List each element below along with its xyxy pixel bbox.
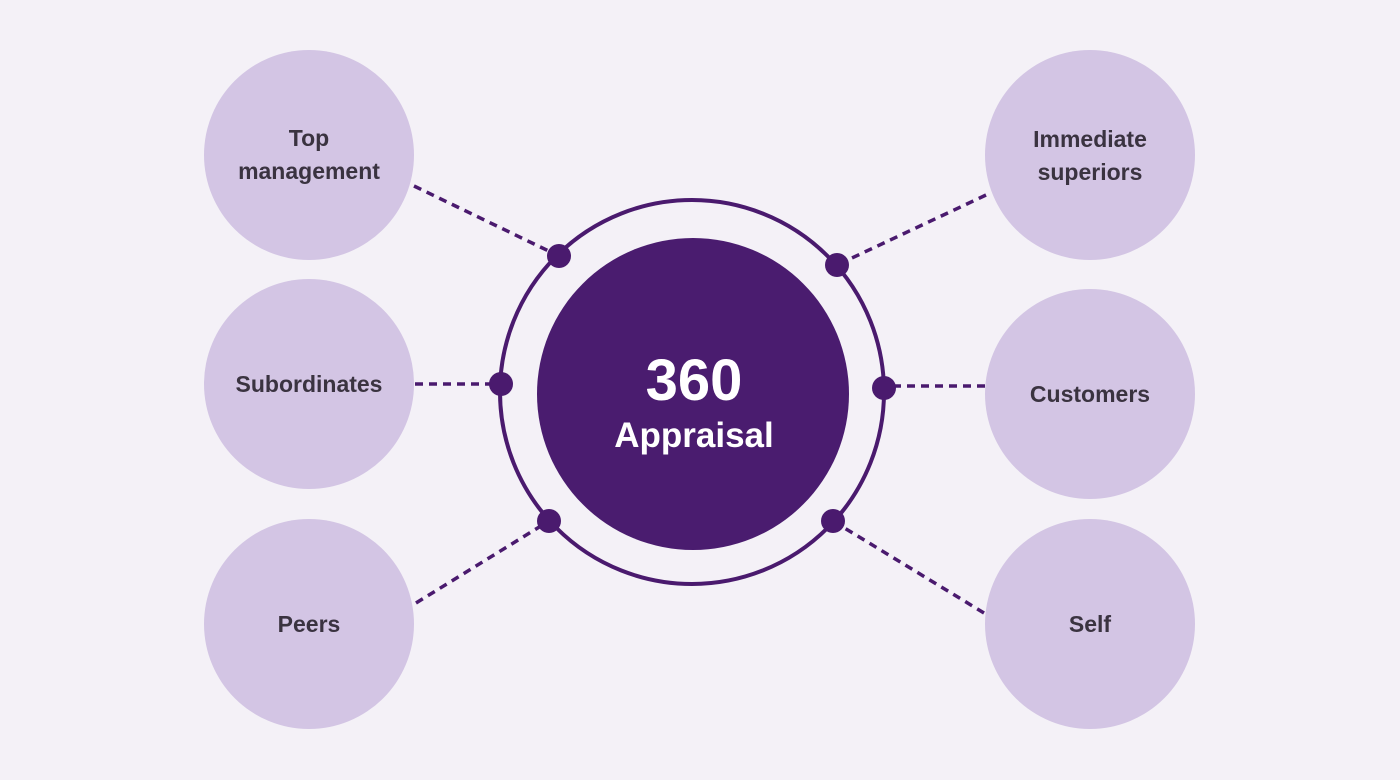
connector-self: [832, 519, 985, 615]
center-label: Appraisal: [614, 416, 774, 455]
node-immediate-superiors: Immediate superiors: [985, 50, 1195, 260]
connector-peers: [415, 519, 550, 605]
node-label: Subordinates: [236, 371, 383, 397]
node-label-line-2: management: [238, 158, 380, 184]
node-label: Self: [1069, 611, 1112, 637]
node-label-line-1: Immediate: [1033, 126, 1147, 152]
anchor-dot-subordinates: [489, 372, 513, 396]
node-circle: [985, 50, 1195, 260]
anchor-dot-immediate-superiors: [825, 253, 849, 277]
anchor-dot-customers: [872, 376, 896, 400]
node-label: Customers: [1030, 381, 1150, 407]
node-label-line-1: Top: [289, 125, 329, 151]
node-peers: Peers: [204, 519, 414, 729]
node-label-line-2: superiors: [1038, 159, 1143, 185]
node-subordinates: Subordinates: [204, 279, 414, 489]
center-number: 360: [646, 348, 743, 413]
node-circle: [985, 519, 1195, 729]
anchor-dot-peers: [537, 509, 561, 533]
node-top-management: Top management: [204, 50, 414, 260]
node-circle: [985, 289, 1195, 499]
node-label: Peers: [278, 611, 341, 637]
anchor-dot-top-management: [547, 244, 571, 268]
node-circle: [204, 279, 414, 489]
node-circle: [204, 519, 414, 729]
node-circle: [204, 50, 414, 260]
connector-immediate-superiors: [836, 193, 987, 267]
anchor-dot-self: [821, 509, 845, 533]
connector-top-management: [413, 184, 560, 258]
node-customers: Customers: [985, 289, 1195, 499]
node-self: Self: [985, 519, 1195, 729]
center-circle: [537, 238, 849, 550]
